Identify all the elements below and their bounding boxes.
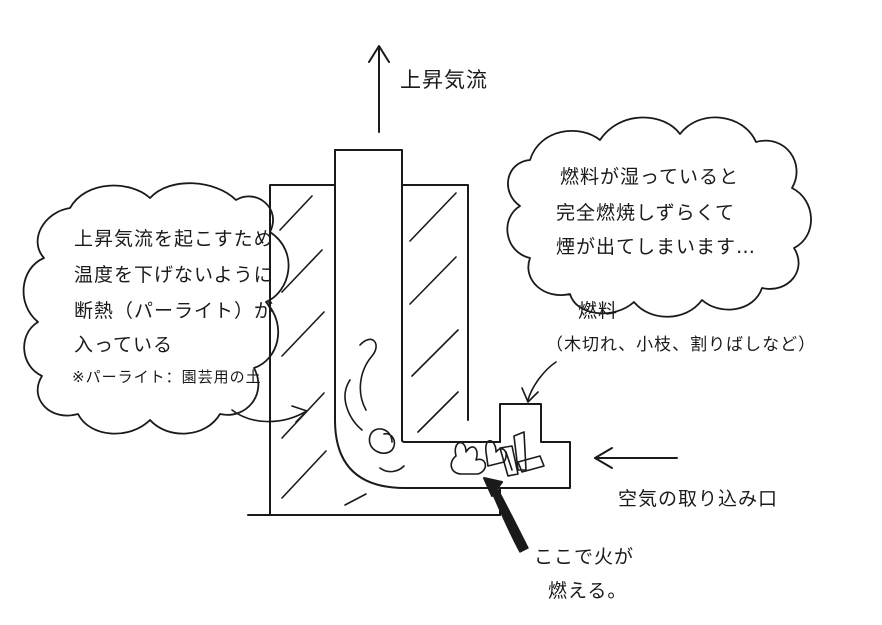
updraft-arrow: [368, 45, 390, 133]
fire-note-line-2: 燃える。: [548, 580, 628, 602]
fuel-sticks: [499, 431, 545, 477]
smoke-note-line-3: 煙が出てしまいます…: [556, 236, 757, 258]
right-thought-cloud: [506, 116, 812, 318]
air-intake-arrow: [594, 447, 678, 469]
insulation-note-line-1: 上昇気流を起こすため: [74, 228, 274, 250]
fire-leader-arrow: [489, 485, 529, 553]
smoke-note-line-2: 完全燃焼しずらくて: [556, 202, 736, 224]
insulation-note-line-4: 入っている: [74, 334, 174, 356]
smoke-note-line-1: 燃料が湿っていると: [560, 166, 740, 188]
fire-flames: [450, 439, 507, 475]
insulation-hatching: [279, 192, 459, 506]
burn-tunnel: [334, 149, 501, 489]
fire-leader-arrowhead: [483, 477, 503, 497]
fuel-detail: （木切れ、小枝、割りばしなど）: [546, 335, 817, 355]
fuel-feed-box: [499, 403, 571, 516]
left-thought-cloud: [22, 182, 290, 435]
fuel-leader-arrow: [521, 361, 557, 403]
flame-swirls: [344, 338, 405, 473]
fire-note-line-1: ここで火が: [534, 546, 635, 568]
insulation-leader-arrow: [231, 405, 308, 423]
fuel-title: 燃料: [578, 300, 619, 322]
air-intake-label: 空気の取り込み口: [618, 488, 779, 510]
perlite-note: ※パーライト：園芸用の土: [72, 368, 262, 386]
insulation-note-line-2: 温度を下げないように: [74, 264, 274, 286]
insulation-note-line-3: 断熱（パーライト）が: [74, 300, 275, 322]
stove-outer-body: [247, 184, 501, 516]
updraft-label: 上昇気流: [400, 68, 488, 92]
